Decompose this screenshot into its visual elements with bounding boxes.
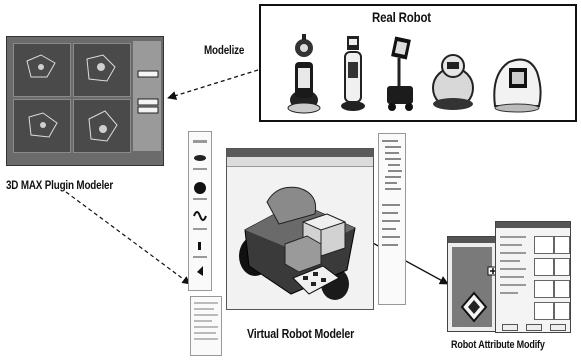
modelize-arrow [168, 70, 258, 98]
attribute-grid-cell [554, 302, 570, 320]
primitive-icons [189, 132, 211, 290]
window-title-bar [227, 149, 373, 157]
dialog-ok-button[interactable] [502, 324, 518, 331]
attribute-grid-cell [554, 258, 570, 276]
attribute-modify-label: Robot Attribute Modify [451, 339, 545, 351]
virtual-modeler-window [226, 148, 374, 310]
scene-tree-lines [379, 134, 405, 304]
attribute-grid-cell [534, 258, 554, 276]
attribute-grid-cell [534, 280, 554, 298]
robot-3d-model [227, 166, 373, 309]
attribute-grid-cell [554, 280, 570, 298]
scene-tree-panel [378, 133, 406, 305]
primitive-palette [188, 131, 212, 291]
property-box [190, 296, 222, 356]
attribute-dialog [495, 221, 571, 333]
attribute-grid-cell [534, 302, 554, 320]
attribute-grid-cell [554, 236, 570, 254]
plugin-to-modeler-arrow [66, 192, 190, 284]
virtual-modeler-label: Virtual Robot Modeler [247, 326, 354, 341]
attribute-grid-cell [534, 236, 554, 254]
attribute-field-lines [498, 232, 532, 312]
dialog-title-bar [496, 222, 570, 228]
dialog-apply-button[interactable] [526, 324, 542, 331]
dialog-cancel-button[interactable] [550, 324, 566, 331]
